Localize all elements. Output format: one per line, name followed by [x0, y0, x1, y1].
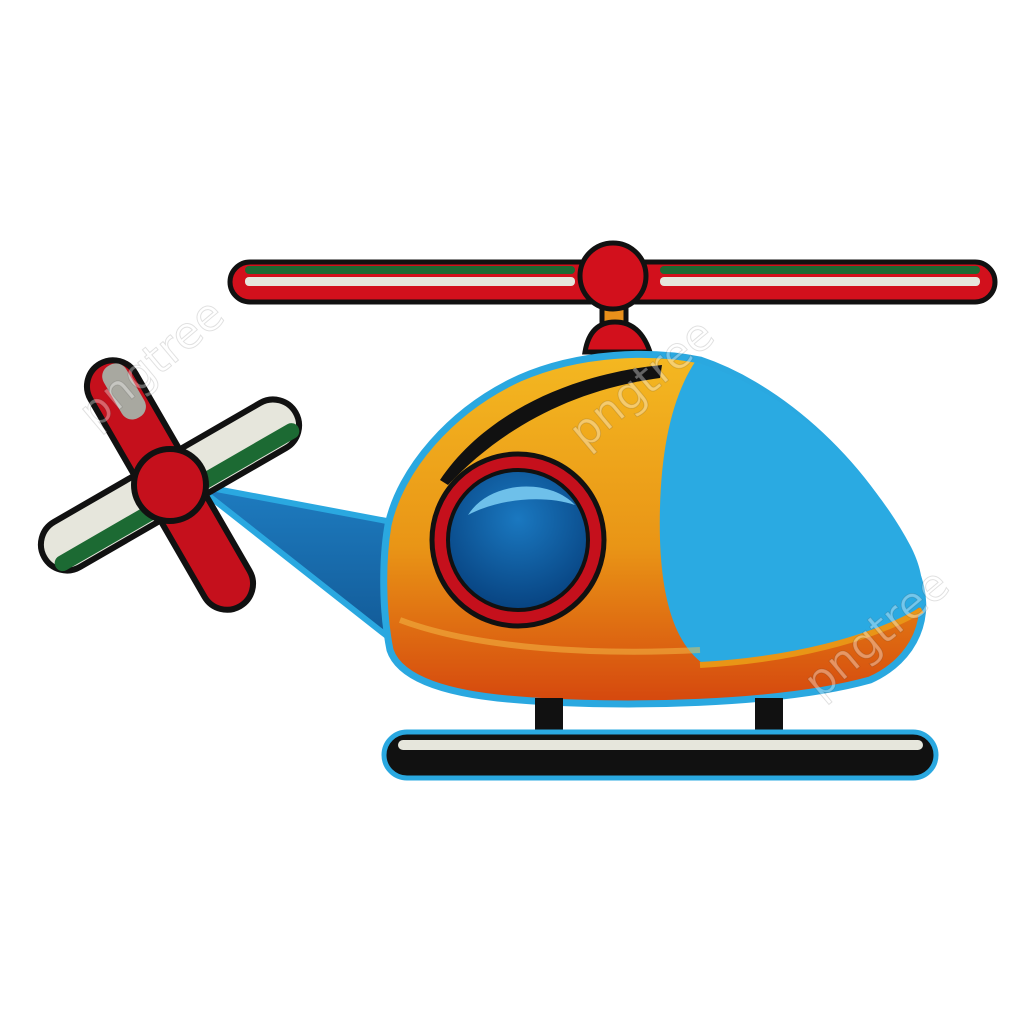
main-rotor: [227, 240, 998, 312]
windshield: [659, 362, 923, 665]
tail-rotor-hub: [131, 446, 209, 524]
body-stripe: [440, 365, 662, 485]
tail-rotor: [37, 357, 303, 613]
landing-skids: [381, 698, 939, 781]
round-window: [429, 451, 607, 629]
main-rotor-hub: [577, 240, 649, 312]
